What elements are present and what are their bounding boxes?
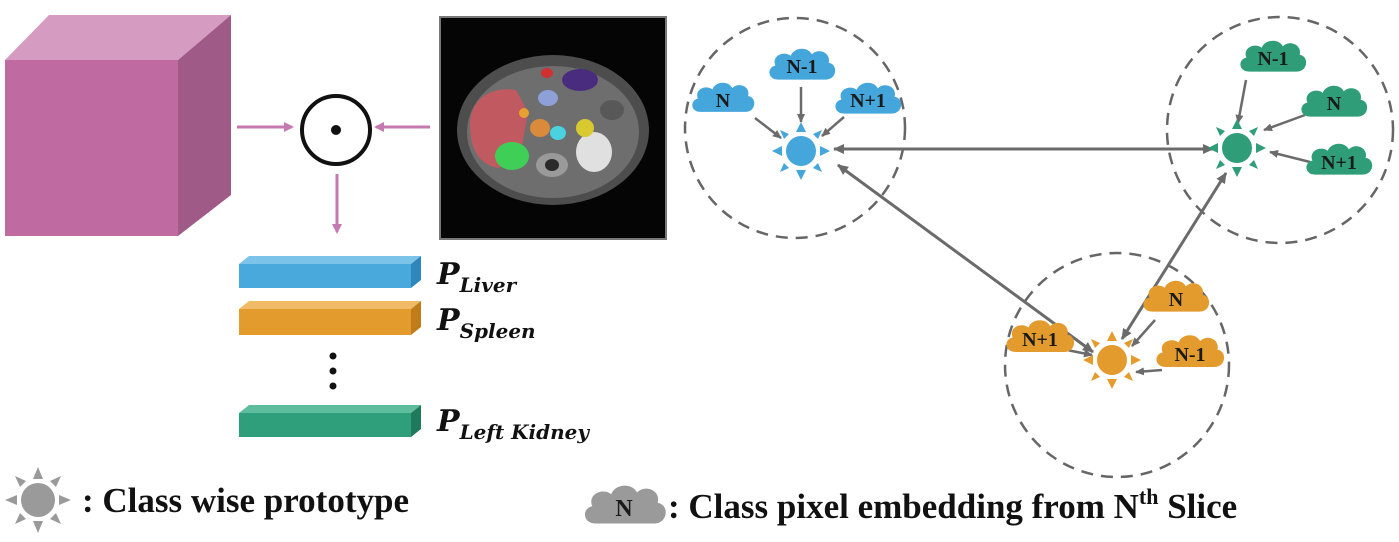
legend-prototype-icon	[5, 467, 71, 533]
svg-text:N+1: N+1	[850, 90, 886, 112]
pink-arrows	[237, 122, 430, 234]
liver-embedding-n-plus-1: N+1	[835, 82, 902, 114]
prototype-label-liver: PLiver	[436, 257, 518, 297]
legend-prototype-text: : Class wise prototype	[82, 481, 409, 520]
svg-text:N: N	[1327, 93, 1342, 115]
spleen-cluster-boundary	[1003, 251, 1231, 479]
cluster-boundaries	[683, 15, 1395, 479]
svg-text:N-1: N-1	[1257, 48, 1288, 70]
legend: : Class wise prototype N : Class pixel e…	[5, 467, 1237, 533]
kidney-embedding-n: N	[1301, 85, 1368, 117]
kidney-embedding-n-minus-1: N-1	[1240, 40, 1307, 72]
feature-volume	[5, 15, 231, 236]
liver-cluster: N N-1 N+1	[692, 48, 902, 180]
svg-text:N+1: N+1	[1321, 152, 1357, 174]
spleen-cluster: N+1 N N-1	[1006, 280, 1225, 389]
liver-embedding-n: N	[692, 82, 755, 112]
liver-embedding-n-minus-1: N-1	[769, 48, 836, 80]
kidney-embedding-n-plus-1: N+1	[1306, 143, 1373, 175]
spleen-embedding-n: N	[1143, 280, 1210, 312]
kidney-prototype-star	[1208, 119, 1266, 177]
prototype-bar-left-kidney	[239, 405, 421, 437]
legend-embedding-text: : Class pixel embedding from Nth Slice	[668, 484, 1237, 526]
vertical-ellipsis	[329, 352, 337, 390]
prototype-bar-spleen	[239, 301, 421, 335]
spleen-embedding-n-minus-1: N-1	[1156, 335, 1225, 367]
prototype-label-spleen: PSpleen	[436, 303, 536, 343]
prototype-relations	[833, 144, 1228, 354]
ct-slice-image	[439, 16, 667, 240]
spleen-embedding-n-plus-1: N+1	[1006, 320, 1075, 352]
liver-prototype-star	[772, 122, 830, 180]
spleen-prototype-star	[1083, 331, 1141, 389]
kidney-spleen-arrow	[1120, 172, 1228, 340]
svg-text:N: N	[1169, 289, 1184, 311]
kidney-cluster-boundary	[1165, 15, 1395, 245]
prototype-labels: PLiver PSpleen PLeft Kidney	[436, 257, 590, 444]
liver-spleen-arrow	[837, 163, 1094, 354]
svg-text:N-1: N-1	[1174, 344, 1205, 366]
hadamard-operator	[300, 94, 372, 166]
liver-cluster-boundary	[683, 16, 907, 240]
svg-text:N+1: N+1	[1022, 329, 1058, 351]
svg-text:N: N	[615, 496, 633, 522]
prototype-bar-liver	[239, 256, 421, 288]
prototype-label-left-kidney: PLeft Kidney	[436, 404, 590, 444]
svg-text:N-1: N-1	[786, 56, 817, 78]
prototype-bars	[239, 256, 421, 437]
legend-embedding-icon: N	[584, 485, 666, 524]
kidney-cluster: N-1 N N+1	[1208, 40, 1373, 177]
svg-text:N: N	[716, 90, 731, 112]
